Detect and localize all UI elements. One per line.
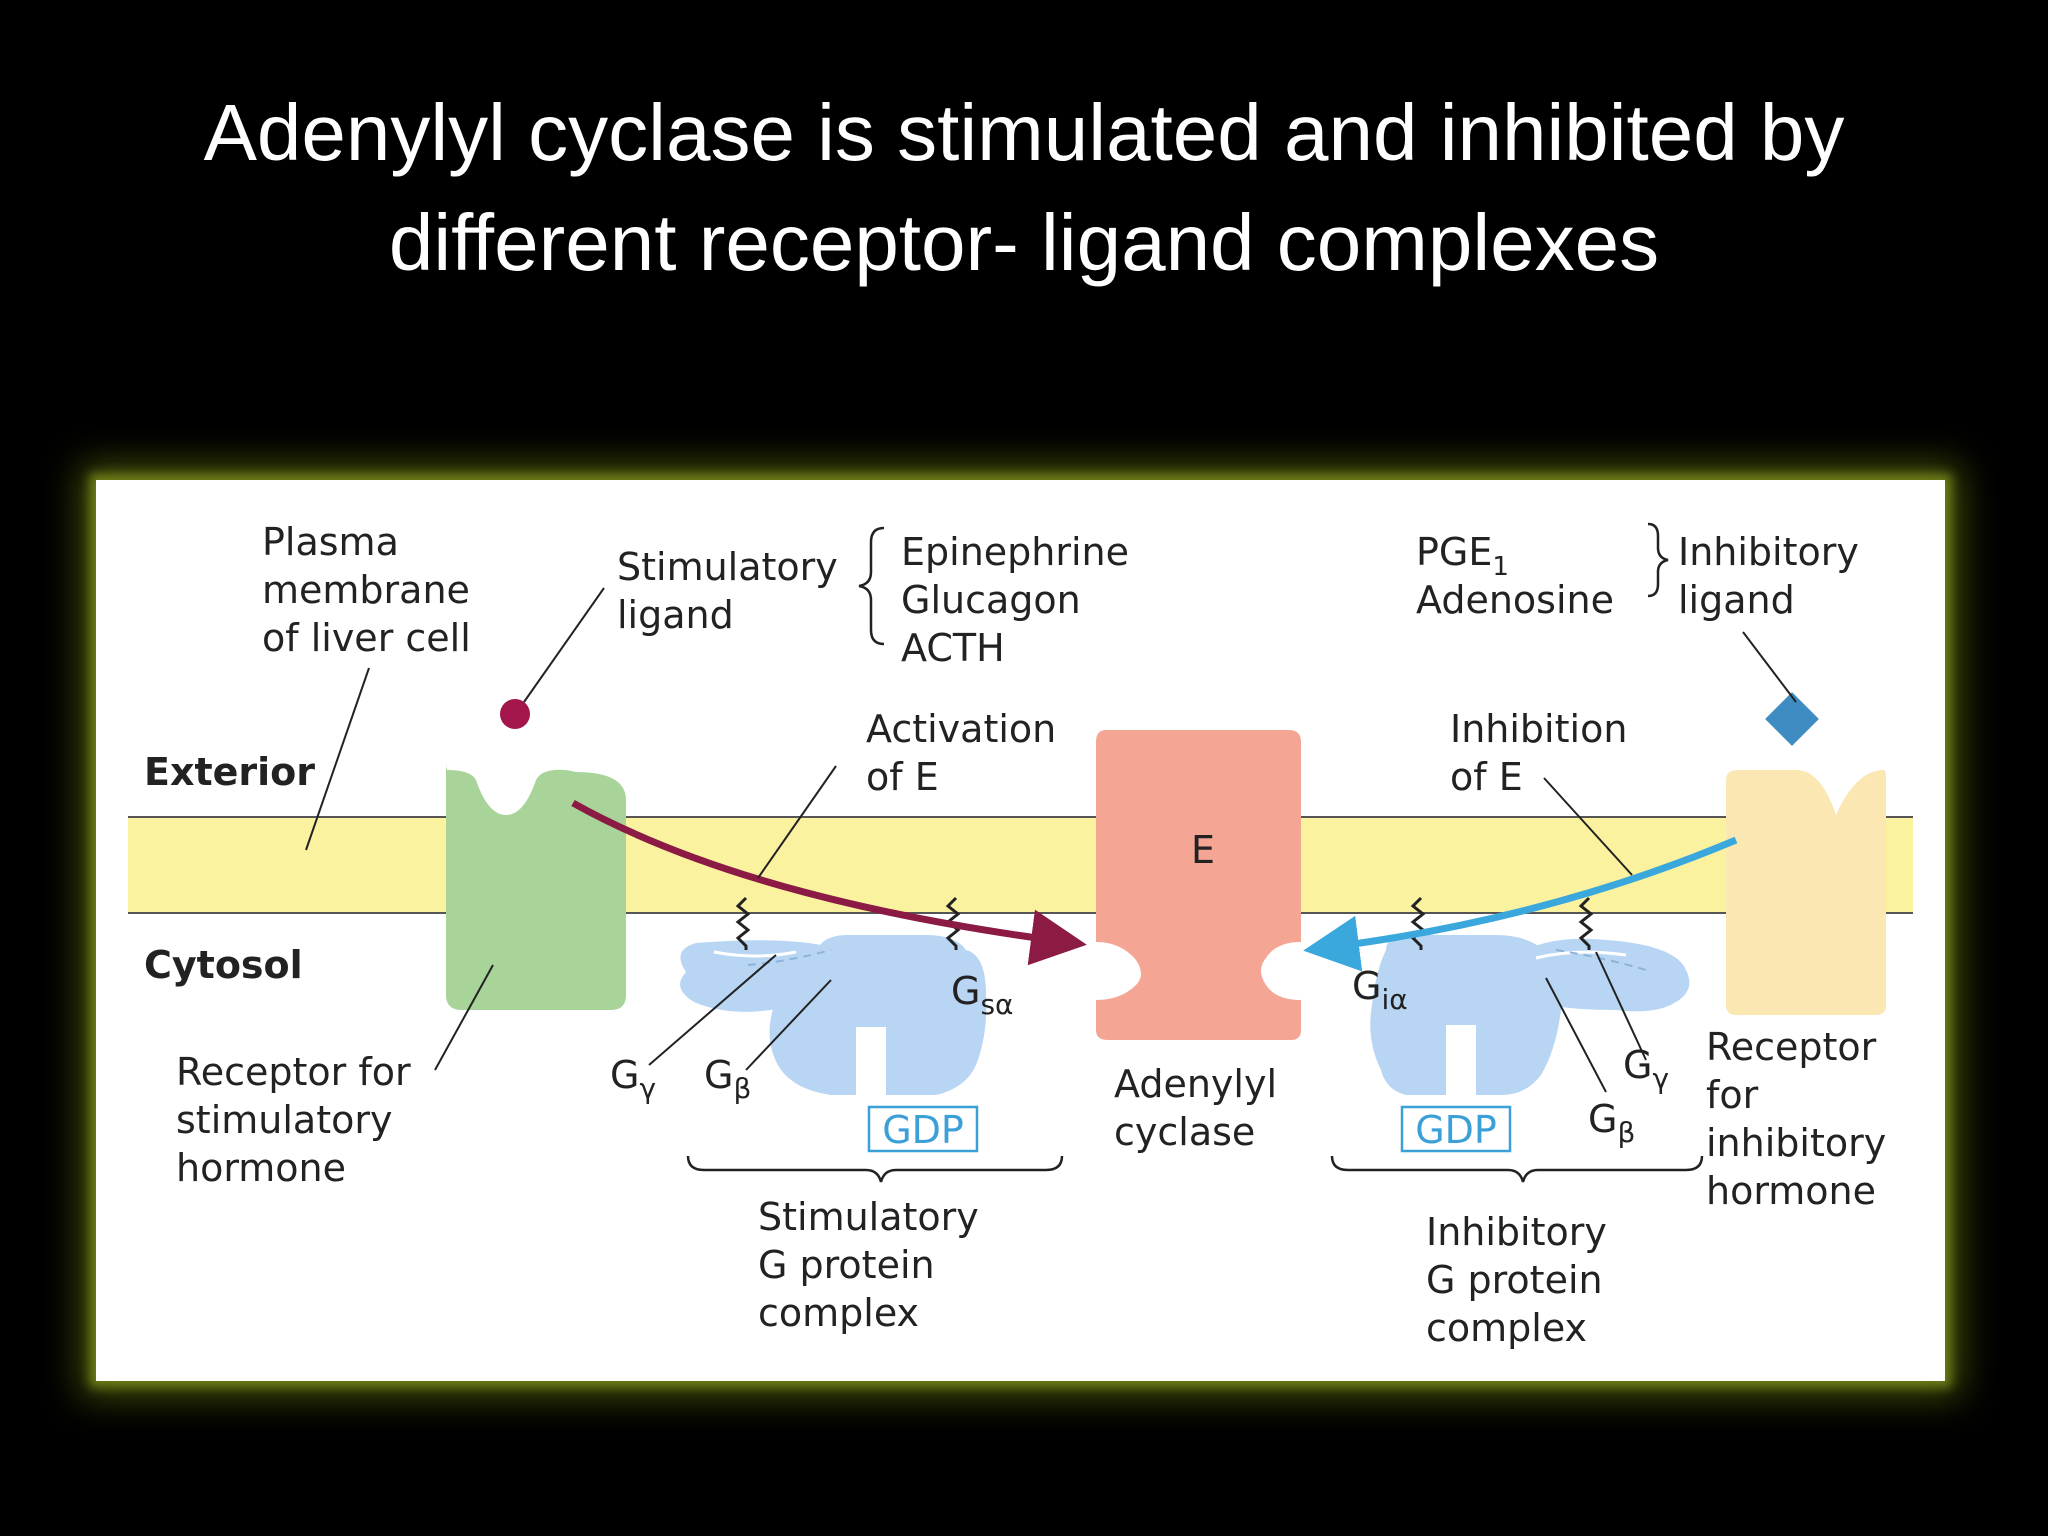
svg-text:of E: of E — [866, 755, 939, 799]
svg-text:G protein: G protein — [758, 1243, 935, 1287]
svg-text:hormone: hormone — [1706, 1169, 1876, 1213]
leader-stim-g-gamma — [648, 954, 777, 1066]
leader-stim-g-beta — [745, 979, 832, 1071]
svg-text:Inhibitory: Inhibitory — [1678, 530, 1859, 574]
enzyme-e-label: E — [1191, 828, 1215, 872]
svg-text:inhibitory: inhibitory — [1706, 1121, 1886, 1165]
adenylyl-cyclase-label: Adenylyl cyclase — [1114, 1062, 1277, 1154]
activation-label: Activation of E — [866, 707, 1056, 799]
leader-activation — [757, 765, 837, 879]
svg-text:complex: complex — [1426, 1306, 1587, 1350]
svg-text:complex: complex — [758, 1291, 919, 1335]
svg-text:ligand: ligand — [617, 593, 734, 637]
stimulatory-ligands-list: Epinephrine Glucagon ACTH — [901, 530, 1129, 670]
leader-plasma-membrane — [305, 667, 370, 851]
inhib-g-gamma-label: Gγ — [1623, 1043, 1669, 1095]
stimulatory-receptor-label: Receptor for stimulatory hormone — [176, 1050, 411, 1190]
svg-text:G protein: G protein — [1426, 1258, 1603, 1302]
adenylyl-cyclase-enzyme — [1096, 730, 1301, 1040]
stim-gdp-label: GDP — [882, 1108, 964, 1152]
cytosol-label: Cytosol — [144, 943, 303, 987]
stimulatory-receptor — [446, 760, 626, 1010]
stim-ligand-brace — [858, 526, 885, 646]
svg-text:Stimulatory: Stimulatory — [758, 1195, 979, 1239]
stimulatory-ligand-dot — [500, 699, 530, 729]
leader-stim-ligand — [523, 587, 605, 703]
stimulatory-ligand-label: Stimulatory ligand — [617, 545, 838, 637]
stimulatory-complex-label: Stimulatory G protein complex — [758, 1195, 979, 1335]
inhib-gdp-box — [1400, 1105, 1512, 1153]
activation-arrow — [571, 799, 1087, 966]
stim-gdp-box — [867, 1105, 979, 1153]
inhibitory-ligands-list: PGE1 Adenosine — [1416, 530, 1614, 622]
inhibitory-g-divider — [1535, 950, 1627, 960]
svg-text:Stimulatory: Stimulatory — [617, 545, 838, 589]
inhib-gdp-label: GDP — [1415, 1108, 1497, 1152]
slide-title: Adenylyl cyclase is stimulated and inhib… — [0, 78, 2048, 298]
svg-text:ACTH: ACTH — [901, 626, 1005, 670]
g-s-alpha-label: Gsα — [951, 969, 1014, 1021]
inhibitory-g-alpha — [1370, 935, 1562, 1095]
svg-text:Inhibitory: Inhibitory — [1426, 1210, 1607, 1254]
stim-g-gamma-label: Gγ — [610, 1053, 656, 1105]
plasma-membrane-band — [128, 817, 1913, 913]
leader-inhib-g-gamma — [1595, 951, 1647, 1061]
g-i-alpha-label: Giα — [1352, 964, 1408, 1016]
stim-complex-brace — [686, 1155, 1064, 1183]
inhibition-arrow — [1303, 836, 1738, 972]
inhibitory-g-dash — [1555, 949, 1647, 971]
svg-text:stimulatory: stimulatory — [176, 1098, 392, 1142]
inhibitory-ligand-label: Inhibitory ligand — [1678, 530, 1859, 622]
inhibitory-complex-label: Inhibitory G protein complex — [1426, 1210, 1607, 1350]
svg-text:Inhibition: Inhibition — [1450, 707, 1627, 751]
leader-stim-receptor — [434, 964, 494, 1071]
leader-inhib-g-beta — [1545, 977, 1607, 1093]
inhibitory-ligand-diamond — [1765, 692, 1819, 746]
svg-text:of E: of E — [1450, 755, 1523, 799]
stim-g-beta-label: Gβ — [704, 1053, 751, 1105]
inhib-g-beta-label: Gβ — [1588, 1097, 1635, 1149]
leader-inhibition — [1543, 777, 1633, 876]
diagram-frame: GDP GDP Plasma membrane of liver cell St… — [96, 480, 1945, 1381]
lipid-anchor-1 — [735, 896, 751, 950]
leader-inhib-ligand — [1742, 631, 1797, 703]
svg-text:Epinephrine: Epinephrine — [901, 530, 1129, 574]
svg-text:hormone: hormone — [176, 1146, 346, 1190]
svg-text:Plasma: Plasma — [262, 520, 399, 564]
svg-text:Receptor for: Receptor for — [176, 1050, 411, 1094]
svg-text:ligand: ligand — [1678, 578, 1795, 622]
svg-text:of liver cell: of liver cell — [262, 616, 471, 660]
svg-text:Activation: Activation — [866, 707, 1056, 751]
exterior-label: Exterior — [144, 750, 315, 794]
lipid-anchor-4 — [1578, 896, 1594, 950]
inhibitory-receptor — [1726, 770, 1886, 1015]
stimulatory-g-alpha — [769, 935, 987, 1095]
svg-text:Adenylyl: Adenylyl — [1114, 1062, 1277, 1106]
svg-text:Receptor: Receptor — [1706, 1025, 1877, 1069]
title-line-1: Adenylyl cyclase is stimulated and inhib… — [203, 88, 1845, 177]
title-line-2: different receptor- ligand complexes — [388, 198, 1660, 287]
plasma-membrane-label: Plasma membrane of liver cell — [262, 520, 471, 660]
inhib-complex-brace — [1330, 1155, 1704, 1183]
stimulatory-g-dash — [747, 949, 832, 966]
svg-text:cyclase: cyclase — [1114, 1110, 1255, 1154]
adenylyl-cyclase-diagram: GDP GDP Plasma membrane of liver cell St… — [128, 520, 1913, 1350]
svg-text:for: for — [1706, 1073, 1759, 1117]
svg-text:PGE1: PGE1 — [1416, 530, 1509, 582]
inhibitory-receptor-label: Receptor for inhibitory hormone — [1706, 1025, 1886, 1213]
svg-text:membrane: membrane — [262, 568, 470, 612]
svg-text:Adenosine: Adenosine — [1416, 578, 1614, 622]
inhib-ligand-brace — [1647, 522, 1669, 598]
inhibition-label: Inhibition of E — [1450, 707, 1627, 799]
stimulatory-g-divider — [713, 950, 797, 958]
lipid-anchor-3 — [1410, 896, 1426, 950]
svg-text:Glucagon: Glucagon — [901, 578, 1081, 622]
